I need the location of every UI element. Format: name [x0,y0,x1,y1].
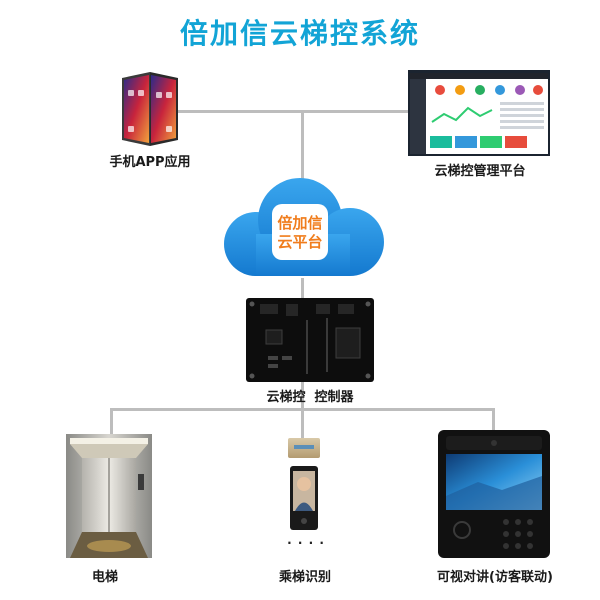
top-connector [176,110,408,113]
management-platform-label: 云梯控管理平台 [434,164,526,179]
ride-recognition-ellipsis: · · · · [287,536,325,550]
diagram-title: 倍加信云梯控系统 [179,17,420,50]
cloud-badge-line1: 倍加信 [277,214,323,232]
controller-to-bus-connector [301,382,304,410]
intercom-label: 可视对讲(访客联动) [437,570,553,585]
bus-to-intercom-connector [492,408,495,432]
video-intercom-icon [438,430,550,558]
ride-recognition-label: 乘梯识别 [278,570,331,585]
dashboard-monitor-icon [408,70,550,156]
foldable-phone-icon [122,72,178,146]
cloud-to-controller-connector [301,278,304,302]
cloud-badge: 倍加信 云平台 [272,207,328,259]
controller-label: 云梯控 控制器 [266,390,354,405]
face-reader-icon [288,438,320,530]
bus-to-elevator-connector [110,408,113,436]
elevator-label: 电梯 [91,570,118,585]
circuit-board-icon [246,298,374,382]
cloud-badge-line2: 云平台 [277,233,323,251]
bus-to-reader-connector [301,408,304,440]
mobile-app-label: 手机APP应用 [109,155,191,170]
cloud-icon [224,178,384,276]
top-to-cloud-connector [301,110,304,200]
elevator-icon [66,434,152,558]
